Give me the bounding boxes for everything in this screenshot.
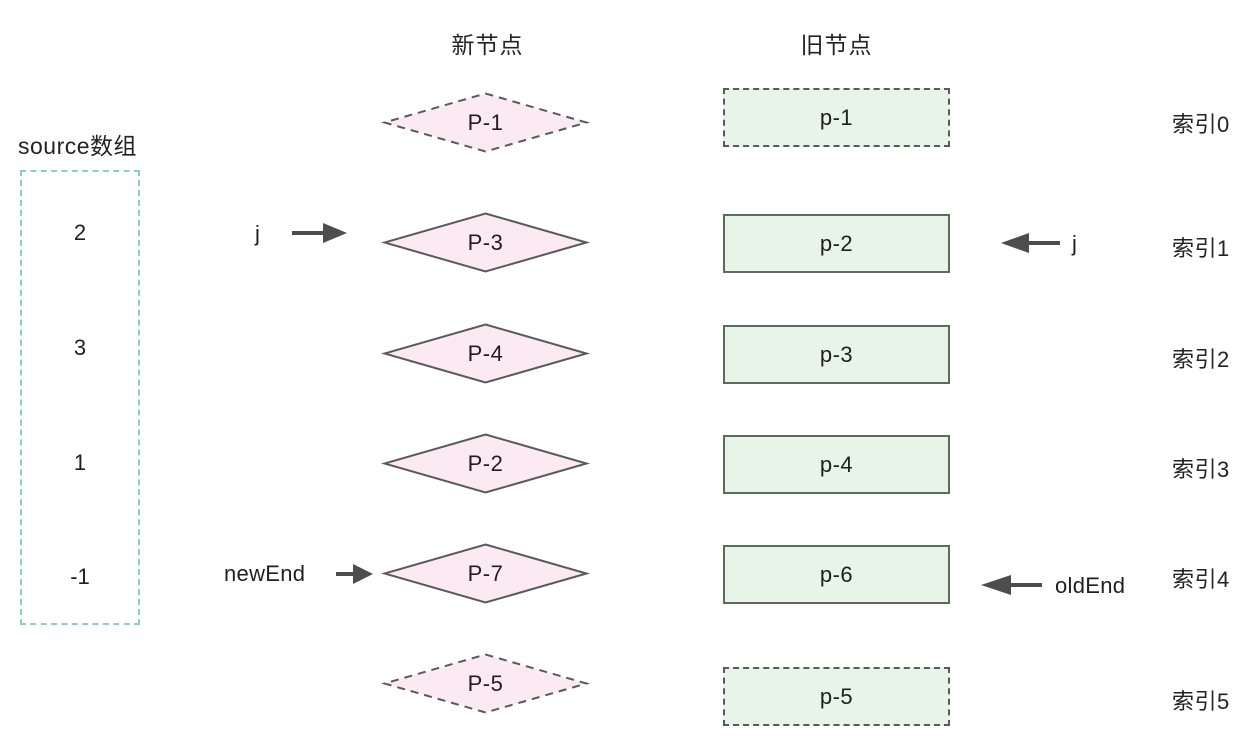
old-node-label: p-6	[819, 561, 854, 587]
index-label-3: 索引3	[1172, 457, 1230, 482]
index-label-2: 索引2	[1172, 347, 1230, 372]
old-node-label: p-3	[819, 341, 854, 367]
source-array-cell: 3	[73, 335, 87, 360]
pointer-arrow-old-j	[1000, 232, 1060, 254]
old-node-box: p-1	[723, 88, 950, 147]
old-node-label: p-5	[819, 683, 854, 709]
old-node-label: p-2	[819, 230, 854, 256]
pointer-label-old-j: j	[1072, 231, 1078, 256]
old-node-box: p-2	[723, 214, 950, 273]
pointer-label-new-j: j	[255, 221, 261, 246]
old-node-box: p-3	[723, 325, 950, 384]
index-label-4: 索引4	[1172, 567, 1230, 592]
old-node-box: p-4	[723, 435, 950, 494]
new-node-diamond: P-2	[380, 433, 591, 494]
pointer-arrow-old-end	[980, 574, 1042, 596]
new-node-diamond: P-4	[380, 323, 591, 384]
source-array-cell: 2	[73, 220, 87, 245]
new-node-diamond: P-1	[380, 92, 591, 153]
new-node-diamond: P-3	[380, 212, 591, 273]
index-label-1: 索引1	[1172, 236, 1230, 261]
source-array-box: 2 3 1 -1	[20, 170, 140, 625]
new-node-diamond: P-7	[380, 543, 591, 604]
index-label-0: 索引0	[1172, 112, 1230, 137]
old-node-label: p-4	[819, 451, 854, 477]
pointer-arrow-new-end	[336, 563, 374, 585]
old-nodes-column-title: 旧节点	[800, 32, 873, 58]
pointer-label-new-end: newEnd	[224, 561, 306, 586]
old-node-box: p-5	[723, 667, 950, 726]
old-node-label: p-1	[819, 104, 854, 130]
new-nodes-column-title: 新节点	[451, 32, 524, 58]
new-node-diamond: P-5	[380, 653, 591, 714]
index-label-5: 索引5	[1172, 689, 1230, 714]
pointer-arrow-new-j	[292, 222, 348, 244]
source-array-cell: 1	[73, 450, 87, 475]
old-node-box: p-6	[723, 545, 950, 604]
source-array-cell: -1	[70, 564, 90, 589]
pointer-label-old-end: oldEnd	[1055, 573, 1126, 598]
source-array-title: source数组	[18, 133, 138, 159]
